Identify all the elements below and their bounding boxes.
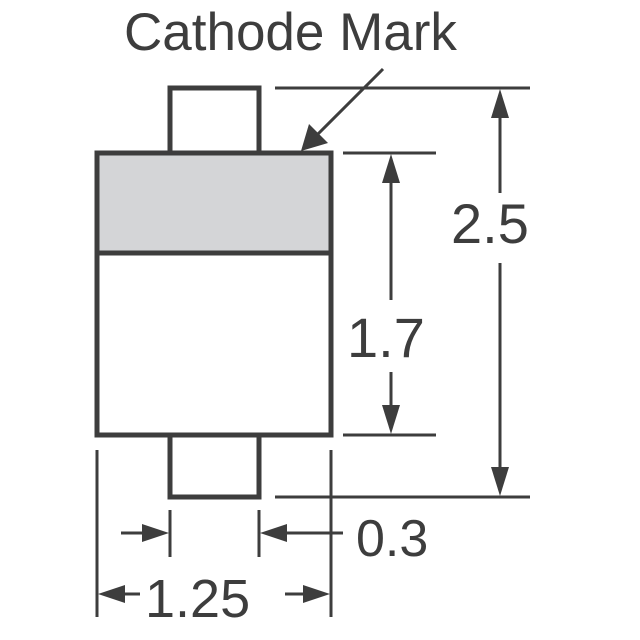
arrowhead-icon [260,524,287,542]
arrowhead-icon [491,89,509,118]
arrowhead-icon [491,467,509,496]
arrowhead-icon [142,524,169,542]
cathode-leader-line [313,67,385,139]
dimension-label-body-length: 1.7 [345,306,427,369]
arrowhead-icon [382,154,400,183]
top-lead [167,85,262,156]
arrowhead-icon [303,585,330,603]
dimension-label-overall-length: 2.5 [449,192,531,255]
cathode-mark-label: Cathode Mark [124,3,457,62]
cathode-band [99,155,329,253]
dimension-label-lead-width: 0.3 [356,510,429,568]
leader-arrowhead-icon [301,124,328,151]
arrowhead-icon [98,585,125,603]
dimension-label-body-width: 1.25 [145,569,251,629]
arrowhead-icon [382,405,400,434]
bottom-lead [167,432,262,500]
